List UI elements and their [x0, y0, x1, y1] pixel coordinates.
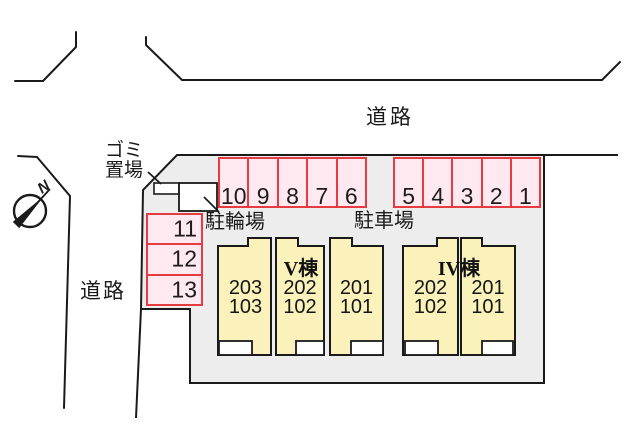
- building-iv-unit-202: [402, 237, 459, 356]
- parking-space-7: 7: [308, 159, 338, 209]
- parking-space-number: 2: [489, 183, 503, 209]
- parking-space-5: 5: [395, 159, 425, 209]
- parking-space-number: 1: [519, 183, 532, 209]
- unit-label-202-102-v: 202 102: [283, 277, 317, 318]
- parking-space-6: 6: [338, 159, 365, 209]
- parking-row-1-5: 5 4 3 2 1: [393, 157, 541, 208]
- parking-space-2: 2: [483, 159, 512, 209]
- entrance-porch: [404, 340, 439, 356]
- compass-north-label: N: [34, 176, 54, 197]
- bicycle-pointer-line: [203, 196, 220, 213]
- parking-lot-label: 駐車場: [354, 210, 414, 232]
- entrance-porch: [481, 340, 514, 356]
- parking-space-number: 4: [431, 183, 445, 209]
- parking-space-10: 10: [220, 159, 250, 209]
- unit-label-202-102-iv: 202 102: [413, 277, 448, 318]
- building-v-unit-203: [217, 237, 272, 356]
- entrance-porch: [295, 340, 325, 356]
- unit-label-201-101-iv: 201 101: [471, 277, 505, 318]
- building-iv-title: IV棟: [437, 258, 481, 280]
- parking-space-number: 5: [402, 183, 415, 209]
- garbage-area-label: ゴミ 置場: [105, 140, 144, 181]
- parking-space-number: 12: [171, 245, 197, 272]
- parking-space-number: 7: [315, 183, 329, 209]
- left-road-west-edge: [17, 155, 71, 409]
- parking-space-12: 12: [148, 245, 201, 276]
- parking-space-number: 11: [173, 215, 197, 242]
- parking-space-number: 6: [344, 183, 358, 209]
- garbage-pointer-line: [147, 171, 162, 185]
- left-road-label: 道路: [80, 280, 126, 303]
- top-road-west-edge: [14, 31, 77, 82]
- garbage-area-rect: [153, 182, 180, 195]
- top-road-label: 道路: [366, 106, 414, 129]
- parking-row-6-10: 10 9 8 7 6: [218, 157, 367, 208]
- building-v-title: V棟: [283, 258, 319, 280]
- parking-space-8: 8: [279, 159, 309, 209]
- parking-space-13: 13: [148, 276, 201, 304]
- entrance-porch: [350, 340, 384, 356]
- parking-space-number: 3: [460, 183, 474, 209]
- building-iv-unit-201: [460, 237, 516, 356]
- unit-label-203-103: 203 103: [228, 277, 263, 318]
- left-road-east-edge: [135, 308, 142, 419]
- parking-space-4: 4: [424, 159, 454, 209]
- parking-space-number: 9: [256, 183, 270, 209]
- parking-space-number: 10: [220, 183, 247, 209]
- entrance-porch: [218, 340, 253, 356]
- parking-space-9: 9: [249, 159, 279, 209]
- compass-icon: N: [12, 176, 54, 229]
- parking-space-1: 1: [512, 159, 539, 209]
- bicycle-parking-label: 駐輪場: [205, 211, 265, 233]
- parking-space-11: 11: [148, 215, 201, 246]
- top-road-north-edge: [145, 36, 621, 81]
- unit-label-201-101-v: 201 101: [339, 277, 374, 318]
- parking-space-3: 3: [453, 159, 483, 209]
- bicycle-parking-rect: [178, 182, 218, 212]
- parking-column-11-13: 11 12 13: [146, 213, 203, 306]
- parking-space-number: 13: [171, 276, 197, 303]
- parking-space-number: 8: [286, 183, 299, 209]
